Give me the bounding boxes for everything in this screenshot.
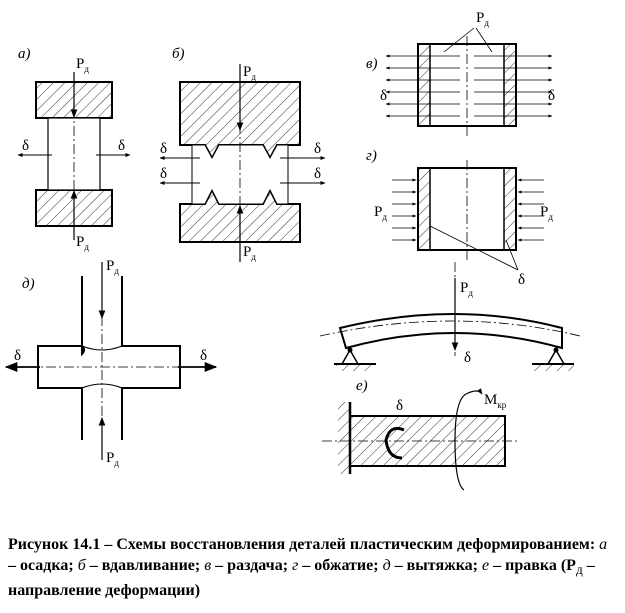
leader-line	[429, 225, 519, 271]
scheme-v-expansion: в) Pд δ δ	[366, 10, 555, 138]
bent-beam	[338, 313, 563, 350]
caption-letter-b: б	[77, 557, 86, 574]
scheme-e-torsion: е) δ Mкр	[322, 378, 520, 491]
delta-label: δ	[518, 272, 525, 288]
caption-title: Рисунок 14.1 – Схемы восстановления дета…	[8, 536, 596, 553]
bushing-wall-left	[417, 167, 431, 251]
caption-letter-d: д	[382, 557, 391, 574]
delta-label: δ	[160, 141, 167, 157]
caption-item-a: – осадка;	[8, 557, 78, 574]
label-d: д)	[22, 276, 35, 292]
bushing-wall-right	[503, 167, 517, 251]
delta-label: δ	[160, 166, 167, 182]
caption-letter-e: е	[482, 557, 490, 574]
moment-label: Mкр	[484, 392, 507, 410]
force-label: Pд	[243, 64, 256, 82]
caption-item-b: – вдавливание;	[85, 557, 205, 574]
twist-arrow	[384, 426, 405, 460]
expansion-arrows-right	[474, 54, 553, 118]
delta-label: δ	[548, 88, 555, 104]
moment-arrow	[465, 388, 483, 395]
compression-arrows-left	[392, 178, 417, 242]
caption-letter-a: а	[599, 536, 608, 553]
expansion-arrows-left	[385, 54, 460, 118]
caption-item-e-end: – направление деформации)	[8, 557, 595, 600]
compression-arrows-right	[517, 178, 544, 242]
support-right	[532, 347, 574, 371]
support-left	[334, 347, 376, 371]
scheme-b-indentation: б) Pд Pд δ δ δ δ	[159, 46, 326, 262]
force-label: Pд	[243, 244, 256, 262]
label-b: б)	[172, 46, 185, 62]
delta-label: δ	[22, 138, 29, 154]
force-label: Pд	[460, 280, 473, 298]
bushing-wall-left	[417, 43, 431, 127]
shaft	[349, 415, 506, 467]
label-a: а)	[18, 46, 31, 62]
scheme-g-compression: г) Pд Pд δ	[366, 148, 553, 288]
wall-hatch	[338, 402, 350, 474]
moment-arrow	[454, 393, 467, 491]
beam-axis	[319, 320, 581, 337]
force-label: Pд	[106, 258, 119, 276]
label-e: е)	[356, 378, 368, 394]
caption-letter-v: в	[204, 557, 212, 574]
deformation-schemes-figure: а) Pд Pд δ δ б) Pд Pд δ δ δ δ в)	[4, 10, 581, 491]
force-label: Pд	[374, 204, 387, 222]
leader-line	[505, 239, 519, 271]
force-label: Pд	[476, 10, 489, 28]
caption-item-e: – правка (Р	[489, 557, 576, 574]
cross-part	[37, 276, 181, 440]
bushing-wall-right	[503, 43, 517, 127]
caption-letter-g: г	[292, 557, 299, 574]
delta-label: δ	[396, 398, 403, 414]
label-g: г)	[366, 148, 377, 164]
force-label: Pд	[106, 450, 119, 468]
force-label: Pд	[76, 56, 89, 74]
delta-label: δ	[14, 348, 21, 364]
label-v: в)	[366, 56, 378, 72]
delta-label: δ	[118, 138, 125, 154]
figure-caption: Рисунок 14.1 – Схемы восстановления дета…	[8, 534, 618, 601]
scheme-d-drawing: д) Pд Pд δ δ	[4, 258, 218, 468]
delta-label: δ	[464, 350, 471, 366]
caption-item-d: – выт­яжка;	[390, 557, 482, 574]
delta-label: δ	[314, 166, 321, 182]
force-label: Pд	[76, 234, 89, 252]
delta-label: δ	[200, 348, 207, 364]
leader-line	[443, 27, 475, 53]
caption-subscript: д	[575, 562, 583, 578]
delta-label: δ	[380, 88, 387, 104]
caption-item-g: – обжатие;	[298, 557, 383, 574]
scheme-e-beam-bending: Pд δ	[319, 262, 581, 371]
scheme-a-upsetting: а) Pд Pд δ δ	[17, 46, 131, 252]
caption-item-v: – раздача;	[211, 557, 293, 574]
force-label: Pд	[540, 204, 553, 222]
leader-line	[475, 27, 493, 53]
delta-label: δ	[314, 141, 321, 157]
